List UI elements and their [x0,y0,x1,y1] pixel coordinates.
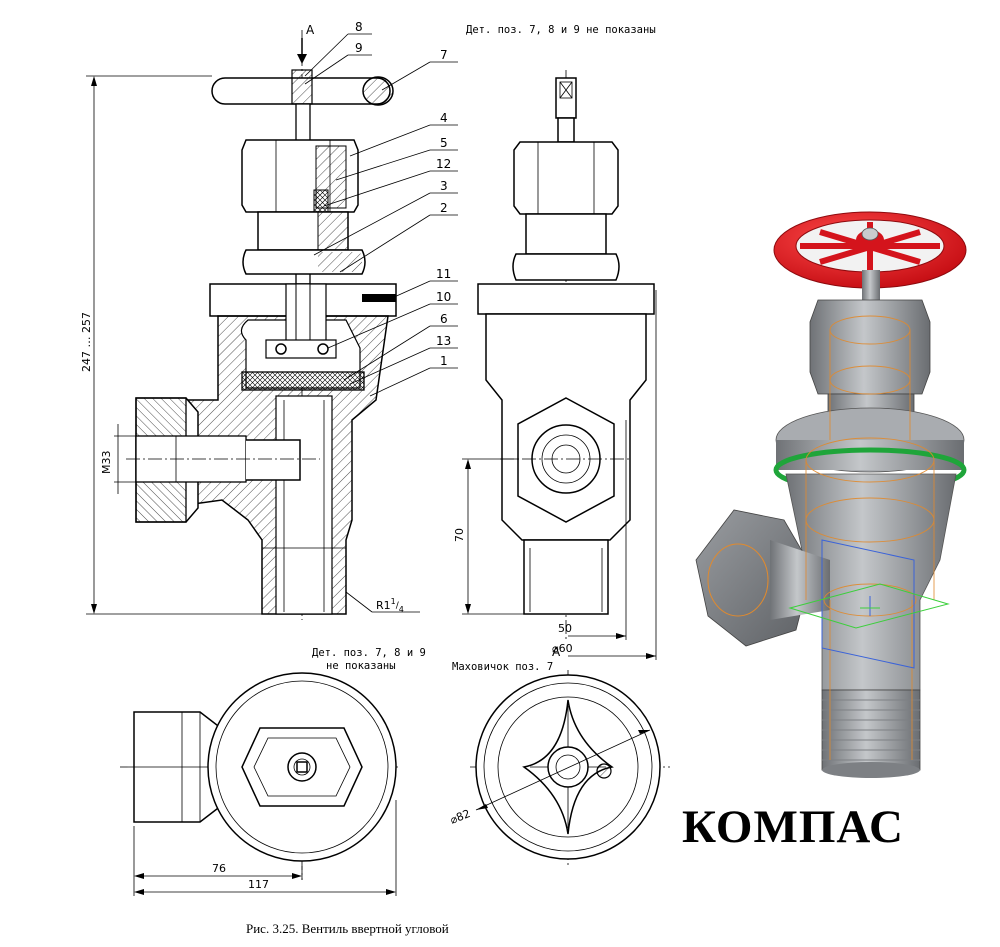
callout-1: 1 [440,354,448,368]
callout-numbers: 8 9 7 4 5 12 3 2 11 10 6 13 1 [355,20,451,368]
dim-50-text: 50 [558,622,572,635]
height-dimension: 247 … 257 [80,75,262,615]
dim-76-117: 76 117 [133,800,397,896]
note-bottom-line2: не показаны [326,660,396,672]
callout-2: 2 [440,201,448,215]
view-label-a-bottom: А [552,645,561,659]
height-dim-text: 247 … 257 [80,312,93,372]
note-bottom-line1: Дет. поз. 7, 8 и 9 [312,647,426,659]
thread-r-sup: 1 [391,597,396,606]
note-top: Дет. поз. 7, 8 и 9 не показаны [466,24,656,36]
valve-3d-model [695,211,967,778]
top-view [120,672,400,880]
dim-70: 70 [453,458,524,615]
callout-leaders [304,33,458,397]
dim-82-text: ⌀82 [448,807,472,827]
callout-5: 5 [440,136,448,150]
callout-7: 7 [440,48,448,62]
callout-8: 8 [355,20,363,34]
dim-76-text: 76 [212,862,226,875]
m33-dimension: М33 [100,424,140,494]
note-handwheel: Маховичок поз. 7 [452,661,553,673]
brand-title: КОМПАС [682,801,904,853]
m33-dim-text: М33 [100,451,113,475]
front-section-view [126,30,397,620]
view-label-a-top: А [306,23,315,37]
dim-70-text: 70 [453,528,466,542]
dim-117-text: 117 [248,878,269,891]
callout-3: 3 [440,179,448,193]
svg-text:R11/4: R11/4 [376,597,404,614]
callout-13: 13 [436,334,451,348]
handle-end-knob [362,76,394,106]
thread-r-label: R11/4 [345,591,420,614]
callout-11: 11 [436,267,451,281]
figure-caption: Рис. 3.25. Вентиль ввертной угловой [246,921,449,936]
dim-60-text: ⌀60 [552,642,573,655]
callout-12: 12 [436,157,451,171]
view-arrow-a: А [297,23,315,64]
dim-50-60: 50 ⌀60 [552,290,657,660]
side-view [477,70,655,640]
callout-10: 10 [436,290,451,304]
callout-4: 4 [440,111,448,125]
handwheel-view: ⌀82 [448,670,670,868]
callout-9: 9 [355,41,363,55]
thread-r-sub: 4 [399,605,404,614]
thread-r-text: R1 [376,599,391,612]
callout-6: 6 [440,312,448,326]
